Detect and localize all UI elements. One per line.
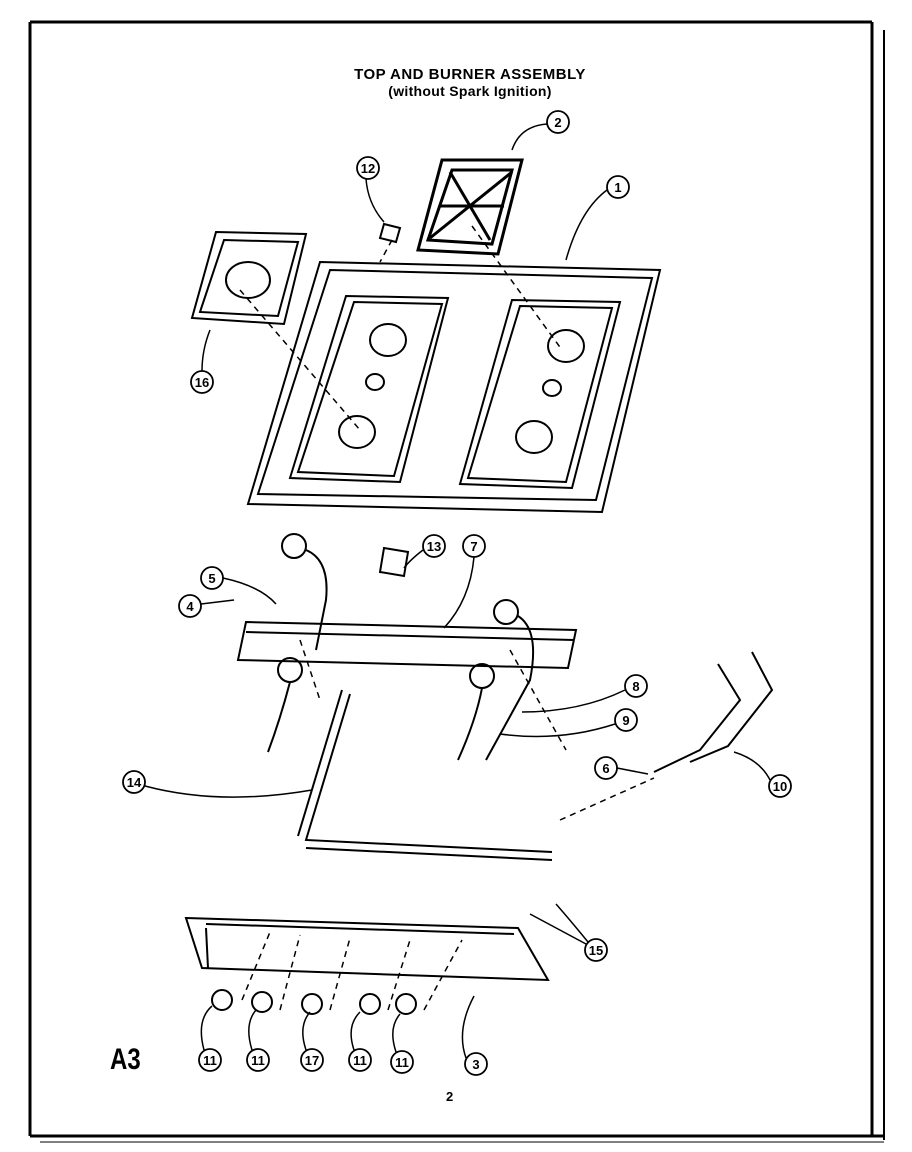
svg-text:10: 10: [773, 779, 787, 794]
page-border: [28, 20, 885, 1143]
callout-7: 7: [443, 534, 486, 629]
page-number: 2: [446, 1089, 454, 1104]
svg-text:9: 9: [622, 713, 629, 728]
svg-text:11: 11: [251, 1053, 265, 1068]
callout-3: 3: [461, 995, 488, 1076]
svg-text:6: 6: [602, 761, 609, 776]
callout-12: 12: [356, 156, 385, 223]
svg-text:5: 5: [208, 571, 215, 586]
title-line-2: (without Spark Ignition): [388, 83, 552, 99]
diagram-title: TOP AND BURNER ASSEMBLY (without Spark I…: [240, 66, 700, 100]
callout-17: 17: [300, 1011, 324, 1072]
callout-group: 1 2 3 4 5: [122, 110, 792, 1076]
cooktop-panel: [246, 260, 662, 514]
svg-text:12: 12: [361, 161, 375, 176]
svg-text:13: 13: [427, 539, 441, 554]
callout-4: 4: [178, 594, 235, 618]
gas-supply-tube: [297, 689, 553, 861]
burner-heads: [267, 533, 535, 761]
svg-text:11: 11: [395, 1055, 409, 1070]
burner-manifold-bar: [236, 620, 578, 670]
callout-2: 2: [511, 110, 570, 151]
callout-9: 9: [499, 708, 638, 738]
svg-text:14: 14: [127, 775, 142, 790]
callout-1: 1: [565, 175, 630, 261]
callout-14: 14: [122, 770, 313, 798]
svg-text:11: 11: [203, 1053, 217, 1068]
callout-13: 13: [403, 534, 446, 569]
svg-text:11: 11: [353, 1053, 367, 1068]
svg-text:8: 8: [632, 679, 639, 694]
control-knobs: [211, 989, 417, 1015]
svg-text:2: 2: [554, 115, 561, 130]
bracket-12: [378, 222, 402, 244]
assembly-leader-lines: [239, 225, 655, 1011]
valve-13: [378, 546, 410, 578]
svg-text:15: 15: [589, 943, 603, 958]
callout-10: 10: [733, 751, 792, 798]
callout-6: 6: [594, 756, 649, 780]
burner-grate: [416, 158, 524, 256]
callout-11a: 11: [198, 1005, 222, 1072]
thermocouple-leads: [653, 651, 774, 773]
control-panel: [184, 916, 550, 982]
svg-text:7: 7: [470, 539, 477, 554]
callout-5: 5: [200, 566, 277, 605]
callout-15: 15: [529, 903, 608, 962]
svg-text:16: 16: [195, 375, 209, 390]
callout-11d: 11: [390, 1013, 414, 1074]
callout-16: 16: [190, 329, 214, 394]
callout-8: 8: [521, 674, 648, 713]
callout-11c: 11: [348, 1011, 372, 1072]
drip-pan: [190, 230, 308, 326]
svg-text:17: 17: [305, 1053, 319, 1068]
svg-text:4: 4: [186, 599, 194, 614]
title-line-1: TOP AND BURNER ASSEMBLY: [354, 66, 586, 83]
callout-11b: 11: [246, 1009, 270, 1072]
svg-text:3: 3: [472, 1057, 479, 1072]
section-code: A3: [110, 1043, 141, 1076]
svg-text:1: 1: [614, 180, 621, 195]
